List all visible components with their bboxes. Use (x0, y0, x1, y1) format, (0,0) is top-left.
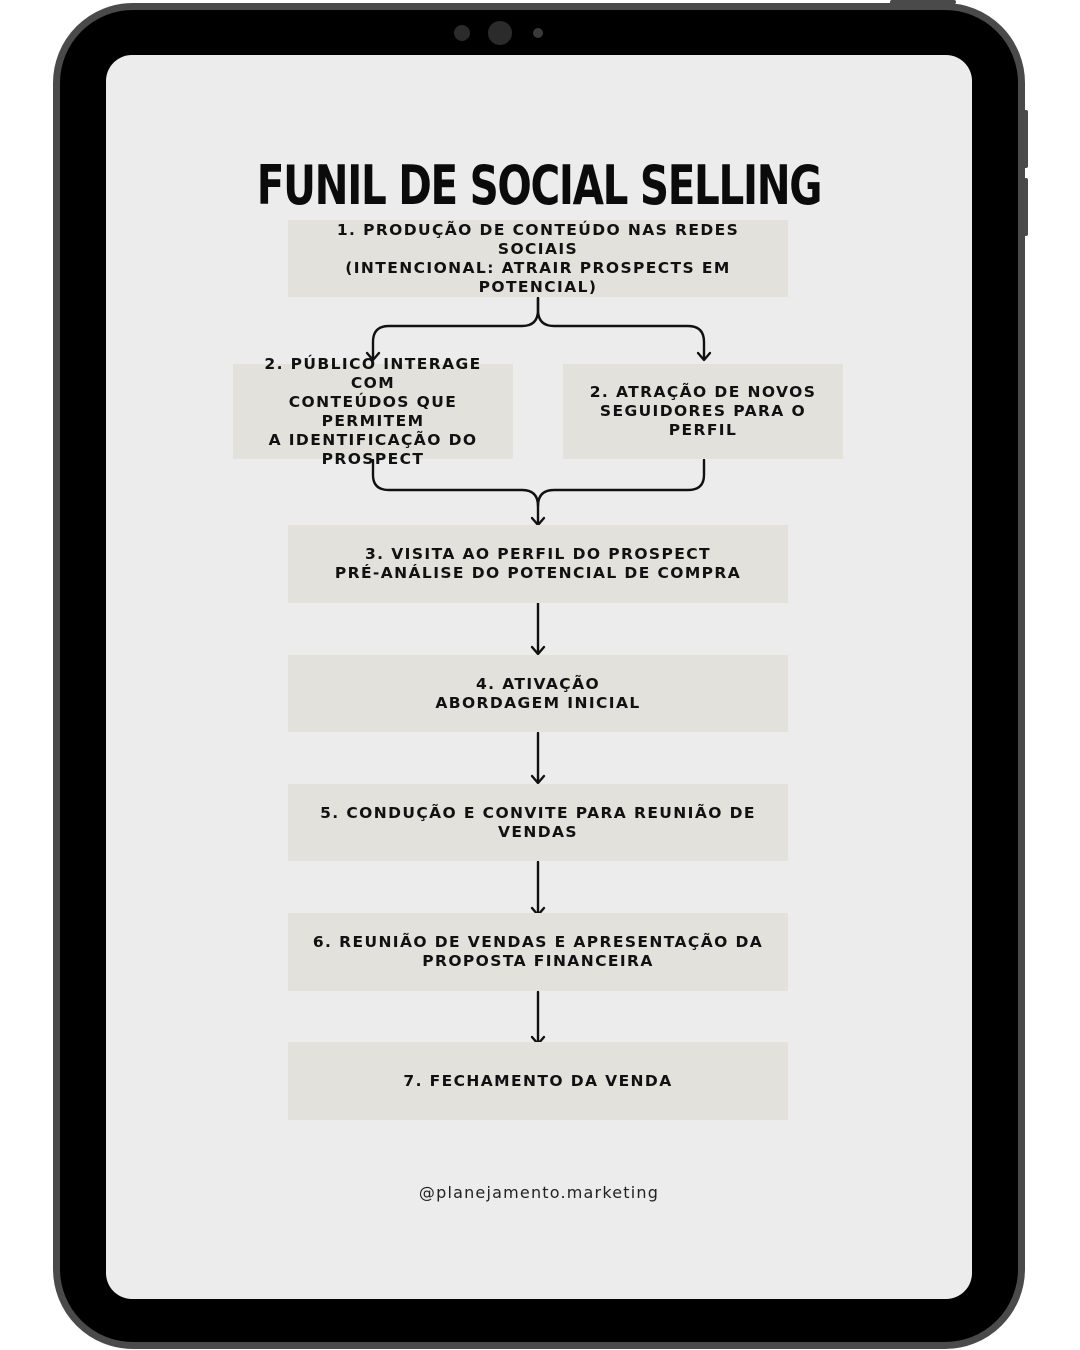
step-label: 1. PRODUÇÃO DE CONTEÚDO NAS REDES SOCIAI… (336, 220, 740, 296)
step-box-5: 5. CONDUÇÃO E CONVITE PARA REUNIÃO DE VE… (288, 784, 788, 861)
split-connector (371, 296, 540, 361)
arrow-down-icon (365, 351, 381, 362)
step-label: 3. VISITA AO PERFIL DO PROSPECT PRÉ-ANÁL… (334, 545, 742, 582)
step-box-3: 3. VISITA AO PERFIL DO PROSPECT PRÉ-ANÁL… (288, 525, 788, 603)
arrow-down-icon (530, 645, 546, 656)
step-label: 6. REUNIÃO DE VENDAS E APRESENTAÇÃO DA P… (312, 933, 764, 970)
tablet-screen: FUNIL DE SOCIAL SELLING (106, 55, 972, 1299)
light-sensor-icon (533, 28, 543, 38)
step-label: 7. FECHAMENTO DA VENDA (403, 1071, 673, 1090)
step-label: 2. ATRAÇÃO DE NOVOS SEGUIDORES PARA O PE… (589, 383, 817, 439)
step-box-7: 7. FECHAMENTO DA VENDA (288, 1042, 788, 1120)
step-box-2a: 2. PÚBLICO INTERAGE COM CONTEÚDOS QUE PE… (233, 355, 513, 468)
tablet-volume-up-button (1022, 110, 1028, 168)
arrow-down-icon (530, 774, 546, 785)
tablet-volume-down-button (1022, 178, 1028, 236)
arrow-down-icon (696, 351, 712, 362)
step-label: 5. CONDUÇÃO E CONVITE PARA REUNIÃO DE VE… (320, 803, 756, 841)
camera-bar (448, 18, 552, 48)
merge-connector-right (536, 458, 706, 508)
step-label: 4. ATIVAÇÃO ABORDAGEM INICIAL (435, 674, 641, 712)
step-label: 2. PÚBLICO INTERAGE COM CONTEÚDOS QUE PE… (264, 354, 482, 468)
camera-icon (488, 21, 512, 45)
step-box-4: 4. ATIVAÇÃO ABORDAGEM INICIAL (288, 655, 788, 732)
page-title: FUNIL DE SOCIAL SELLING (256, 153, 823, 217)
step-box-2b: 2. ATRAÇÃO DE NOVOS SEGUIDORES PARA O PE… (563, 364, 843, 459)
footer-handle: @planejamento.marketing (418, 1183, 660, 1202)
sensor-icon (454, 25, 470, 41)
merge-connector (371, 458, 540, 526)
tablet-top-button (890, 0, 956, 4)
step-box-1: 1. PRODUÇÃO DE CONTEÚDO NAS REDES SOCIAI… (288, 220, 788, 297)
split-connector-right (536, 296, 706, 361)
step-box-6: 6. REUNIÃO DE VENDAS E APRESENTAÇÃO DA P… (288, 913, 788, 991)
